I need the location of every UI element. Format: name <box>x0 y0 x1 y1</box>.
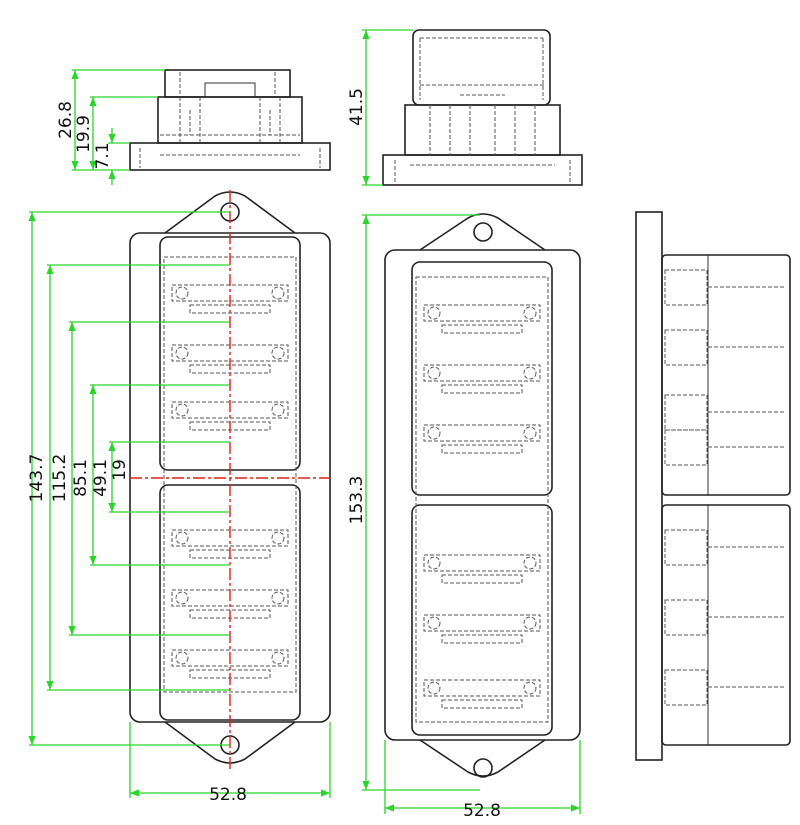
terminal-right <box>271 403 285 417</box>
side-terminal <box>664 429 708 466</box>
fuse-slot <box>423 424 541 442</box>
terminal-right <box>271 591 285 605</box>
dim-41-5: 41.5 <box>347 88 367 126</box>
terminal-left <box>175 591 189 605</box>
side-terminal <box>664 394 708 431</box>
side-view-left: 26.8 19.9 7.1 <box>56 69 331 185</box>
side-view-middle: 41.5 <box>347 29 583 186</box>
fuse-rib <box>441 384 523 394</box>
front-view-left: 143.7 115.2 85.1 49.1 19 52.8 <box>27 190 331 805</box>
side-terminal <box>664 599 708 636</box>
fuse-rib <box>441 574 523 584</box>
terminal-left <box>427 556 441 570</box>
terminal-right <box>523 426 537 440</box>
terminal-right <box>523 556 537 570</box>
terminal-left <box>427 681 441 695</box>
fuse-slot <box>171 649 289 667</box>
dim-85-1: 85.1 <box>71 459 91 497</box>
fuse-rib <box>441 634 523 644</box>
dim-26-8: 26.8 <box>56 101 76 139</box>
terminal-right <box>523 681 537 695</box>
terminal-right <box>271 346 285 360</box>
terminal-right <box>271 531 285 545</box>
terminal-left <box>427 306 441 320</box>
terminal-left <box>175 651 189 665</box>
terminal-left <box>427 426 441 440</box>
fuse-slot <box>423 364 541 382</box>
dim-19-9: 19.9 <box>74 115 94 153</box>
dim-143-7: 143.7 <box>27 454 47 503</box>
terminal-left <box>175 403 189 417</box>
fuse-rib <box>441 444 523 454</box>
terminal-right <box>523 366 537 380</box>
fuse-rib <box>441 699 523 709</box>
side-view-right <box>635 211 791 761</box>
terminal-left <box>427 616 441 630</box>
fuse-rib <box>441 324 523 334</box>
terminal-right <box>523 616 537 630</box>
dim-7-1: 7.1 <box>93 142 113 169</box>
dim-115-2: 115.2 <box>50 454 70 503</box>
terminal-right <box>271 651 285 665</box>
terminal-left <box>175 346 189 360</box>
dim-width-middle: 52.8 <box>463 801 501 821</box>
dim-19: 19 <box>110 459 130 481</box>
inner-wall <box>415 276 549 723</box>
fuse-slot <box>423 679 541 697</box>
fuse-slot <box>423 554 541 572</box>
dim-49-1: 49.1 <box>91 459 111 497</box>
terminal-right <box>271 286 285 300</box>
fuse-slot <box>423 614 541 632</box>
terminal-left <box>427 366 441 380</box>
side-terminal <box>664 669 708 706</box>
fuse-slot <box>423 304 541 322</box>
side-terminal <box>664 329 708 366</box>
dim-width-left: 52.8 <box>209 785 247 805</box>
front-view-middle: 153.3 52.8 <box>347 213 581 821</box>
terminal-left <box>175 286 189 300</box>
terminal-right <box>523 306 537 320</box>
side-terminal <box>664 529 708 566</box>
side-terminal <box>664 269 708 306</box>
dim-153-3: 153.3 <box>347 476 367 525</box>
terminal-left <box>175 531 189 545</box>
